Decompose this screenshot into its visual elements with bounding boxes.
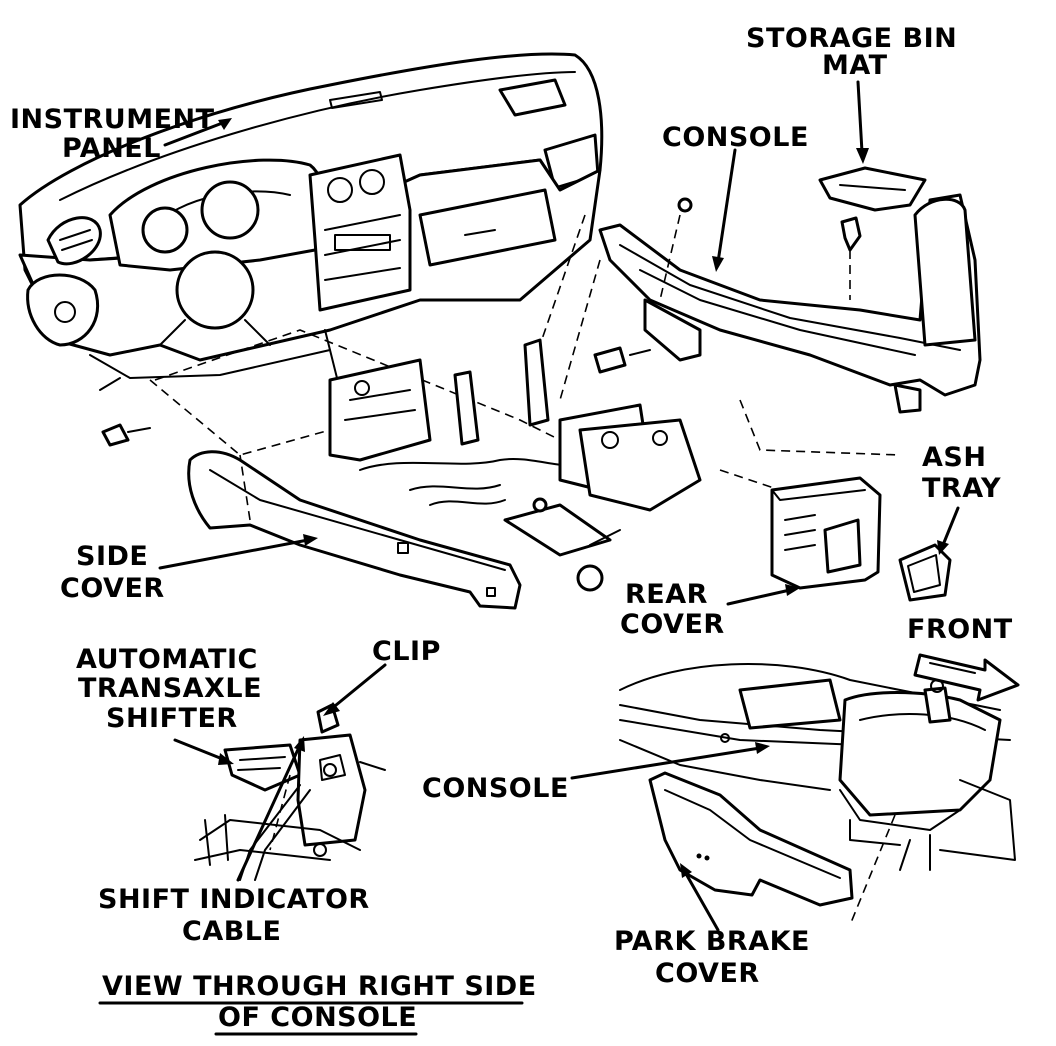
instrument-panel-label-line1: INSTRUMENT xyxy=(10,104,215,135)
rear-cover-label-line1: REAR xyxy=(625,579,708,610)
shift-indicator-cable-line2: CABLE xyxy=(182,916,281,947)
console-side-view-drawing xyxy=(619,662,1016,926)
automatic-transaxle-shifter-label: AUTOMATIC TRANSAXLE SHIFTER xyxy=(76,644,272,734)
console-drawing xyxy=(539,166,982,491)
console-bottom-label: CONSOLE xyxy=(422,773,569,804)
ash-tray-drawing xyxy=(898,543,952,602)
side-cover-label-line1: SIDE xyxy=(76,541,148,572)
side-cover-label-line2: COVER xyxy=(60,573,165,604)
leader-lines xyxy=(158,80,960,932)
side-cover-drawing xyxy=(187,450,522,610)
rear-cover-drawing xyxy=(770,476,882,590)
shifter-label-line2: TRANSAXLE xyxy=(78,673,262,704)
storage-bin-mat-label: STORAGE BIN MAT xyxy=(746,23,967,81)
ash-tray-label-line2: TRAY xyxy=(922,473,1001,504)
instrument-panel-label: INSTRUMENT PANEL xyxy=(10,104,224,164)
view-caption-label: VIEW THROUGH RIGHT SIDE OF CONSOLE xyxy=(102,971,547,1033)
shifter-label-line3: SHIFTER xyxy=(106,703,238,734)
view-caption-line2: OF CONSOLE xyxy=(218,1002,417,1033)
park-brake-cover-line1: PARK BRAKE xyxy=(614,926,810,957)
park-brake-cover-label: PARK BRAKE COVER xyxy=(614,926,820,989)
arrow-right-icon xyxy=(913,653,1020,702)
clip-label: CLIP xyxy=(372,636,441,667)
shifter-inset-drawing xyxy=(194,703,386,881)
ash-tray-label: ASH TRAY xyxy=(922,442,1001,504)
rear-cover-label-line2: COVER xyxy=(620,609,725,640)
storage-bin-mat-label-line2: MAT xyxy=(822,50,888,81)
ash-tray-label-line1: ASH xyxy=(922,442,986,473)
shift-indicator-cable-line1: SHIFT INDICATOR xyxy=(98,884,370,915)
rear-cover-label: REAR COVER xyxy=(620,579,725,640)
floor-tunnel-drawing xyxy=(101,329,702,592)
console-top-label: CONSOLE xyxy=(662,122,809,153)
shifter-label-line1: AUTOMATIC xyxy=(76,644,258,675)
park-brake-cover-drawing xyxy=(648,771,854,907)
view-caption-line1: VIEW THROUGH RIGHT SIDE xyxy=(102,971,537,1002)
shift-indicator-cable-label: SHIFT INDICATOR CABLE xyxy=(98,884,380,947)
instrument-panel-drawing xyxy=(18,52,604,391)
storage-bin-mat-label-line1: STORAGE BIN xyxy=(746,23,957,54)
instrument-panel-label-line2: PANEL xyxy=(62,133,161,164)
side-cover-label: SIDE COVER xyxy=(60,541,165,604)
front-label: FRONT xyxy=(907,614,1013,645)
park-brake-cover-line2: COVER xyxy=(655,958,760,989)
